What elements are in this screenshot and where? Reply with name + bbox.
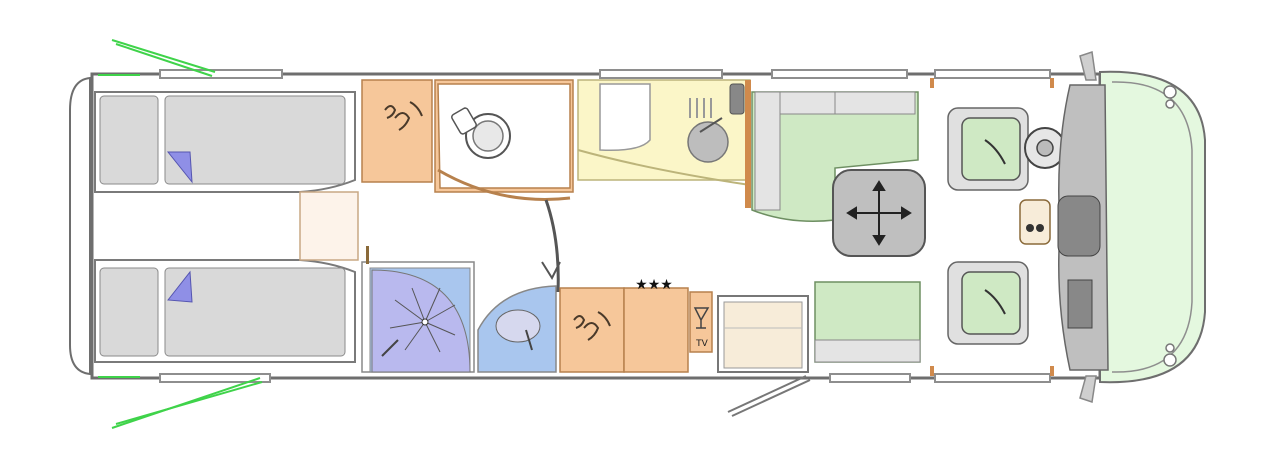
dining-table (832, 169, 926, 257)
toilet (451, 107, 511, 159)
wardrobe-hanger-icon (384, 101, 423, 131)
sink (687, 121, 729, 163)
fridge (717, 295, 809, 373)
side-seat (814, 281, 921, 363)
washroom-door (544, 199, 560, 293)
pillow-icon (167, 270, 193, 303)
move-arrows-icon (846, 180, 912, 246)
headlight-icon (1163, 85, 1177, 99)
wine-glass-icon (693, 307, 710, 329)
tv-label: TV (695, 339, 708, 349)
shower (361, 246, 475, 373)
pillow-icon (166, 151, 193, 184)
dinette-bench (751, 91, 919, 222)
passenger-seat (947, 261, 1029, 345)
washbasin (477, 285, 557, 373)
kitchen (577, 79, 751, 208)
headlight-icon (1163, 353, 1177, 367)
rear-bed-top (94, 91, 356, 193)
entrance-door (727, 375, 811, 417)
driver-seat (947, 107, 1029, 191)
rear-bed-bottom (94, 259, 356, 363)
stove-burners (689, 98, 712, 118)
wood-trims (930, 78, 1054, 376)
steering-wheel-icon (1024, 127, 1066, 169)
star-rating-label: ★★★ (635, 277, 673, 293)
bed-step (299, 191, 359, 261)
wardrobe-top (361, 79, 433, 183)
open-door-flaps (98, 39, 263, 429)
wardrobe-hanger-icon (573, 311, 611, 341)
dashboard (1019, 84, 1109, 371)
wardrobe-bottom: ★★★ (559, 277, 689, 373)
windows (159, 69, 1051, 383)
tv-cabinet: TV (689, 291, 713, 353)
washroom-top (434, 79, 574, 201)
